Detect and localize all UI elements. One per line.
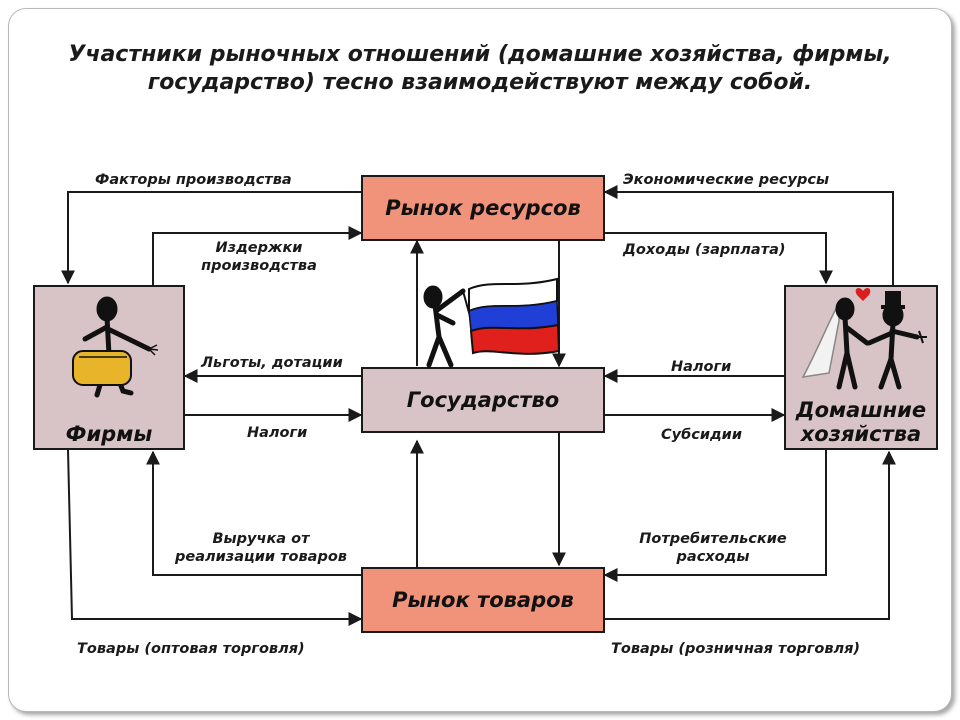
arrow-income: [605, 232, 833, 285]
label-consumer-line-1: Потребительские: [639, 531, 787, 547]
arrow-resources: [603, 185, 894, 285]
arrow-factors: [61, 191, 361, 285]
resource-market-box: Рынок ресурсов: [361, 175, 605, 241]
label-goods-retail: Товары (розничная торговля): [611, 641, 861, 657]
label-factors: Факторы производства: [95, 172, 292, 188]
label-revenue-line-1: Выручка от: [212, 531, 310, 547]
wedding-couple-icon: [801, 288, 927, 390]
man-waving-russian-flag-icon: [423, 277, 561, 368]
label-revenue: Выручка от реализации товаров: [161, 530, 361, 566]
label-costs-line-2: производства: [201, 258, 317, 274]
arrow-wholesale: [67, 449, 363, 626]
label-economic-resources: Экономические ресурсы: [623, 172, 830, 188]
label-consumer: Потребительские расходы: [613, 530, 813, 566]
arrow-retail: [605, 450, 896, 620]
label-taxes-firms: Налоги: [247, 425, 308, 441]
households-label-line-2: хозяйства: [800, 422, 922, 446]
label-subsidies: Субсидии: [661, 427, 743, 443]
goods-market-label: Рынок товаров: [392, 588, 574, 612]
slide-title: Участники рыночных отношений (домашние х…: [9, 41, 951, 97]
government-box: Государство: [361, 367, 605, 433]
resource-market-label: Рынок ресурсов: [385, 196, 581, 220]
firms-label: Фирмы: [65, 422, 153, 446]
households-label-line-1: Домашние: [795, 398, 927, 422]
arrow-revenue: [146, 450, 361, 576]
label-revenue-line-2: реализации товаров: [175, 549, 347, 565]
label-consumer-line-2: расходы: [676, 549, 750, 565]
arrow-consumer: [603, 450, 827, 582]
label-taxes-households: Налоги: [671, 359, 732, 375]
title-line-1: Участники рыночных отношений (домашние х…: [68, 42, 892, 67]
households-box: Домашние хозяйства: [784, 285, 938, 450]
goods-market-box: Рынок товаров: [361, 567, 605, 633]
slide: Участники рыночных отношений (домашние х…: [8, 8, 952, 712]
arrow-costs: [152, 226, 363, 285]
title-line-2: государство) тесно взаимодействуют между…: [147, 70, 813, 95]
government-label: Государство: [406, 388, 560, 412]
label-income: Доходы (зарплата): [623, 242, 786, 258]
label-costs-line-1: Издержки: [215, 240, 303, 256]
firm-worker-with-bag-icon: [72, 296, 159, 398]
label-costs: Издержки производства: [189, 239, 329, 275]
flow-arrows: [61, 185, 896, 626]
label-benefits: Льготы, дотации: [201, 355, 343, 371]
label-goods-wholesale: Товары (оптовая торговля): [77, 641, 305, 657]
